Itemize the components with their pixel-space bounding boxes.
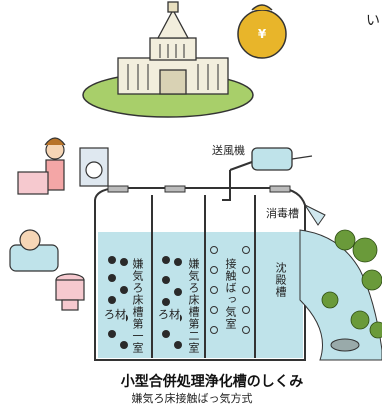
parliament-building-icon (117, 1, 229, 95)
yen-coin-symbol: ¥ (257, 27, 267, 41)
chamber-1-media-label: ろ材 (104, 306, 126, 322)
diagram-subtitle: 嫌気ろ床接触ばっ気方式 (131, 392, 253, 405)
filter-media (108, 256, 182, 349)
aeration-media (210, 246, 250, 334)
septic-tank (94, 185, 306, 361)
disinfection-tank-label: 消毒槽 (266, 207, 299, 220)
blower-label: 送風機 (212, 144, 245, 157)
money-bag-icon (237, 4, 287, 59)
blower-icon (222, 147, 313, 201)
fish-icon (330, 338, 360, 352)
corner-mark: い (366, 13, 380, 29)
chamber-2-media-label: ろ材 (158, 306, 180, 322)
diagram-title: 小型合併処理浄化槽のしくみ (120, 374, 304, 390)
outflow-river (299, 203, 382, 361)
household-sources-illustration (9, 137, 109, 311)
chamber-4-label: 沈殿槽 (274, 262, 287, 298)
chamber-3-label: 接触ばっ気室 (224, 258, 237, 330)
chamber-2-label: 嫌気ろ床槽第二室 (187, 258, 200, 354)
chamber-1-label: 嫌気ろ床槽第一室 (131, 258, 144, 354)
